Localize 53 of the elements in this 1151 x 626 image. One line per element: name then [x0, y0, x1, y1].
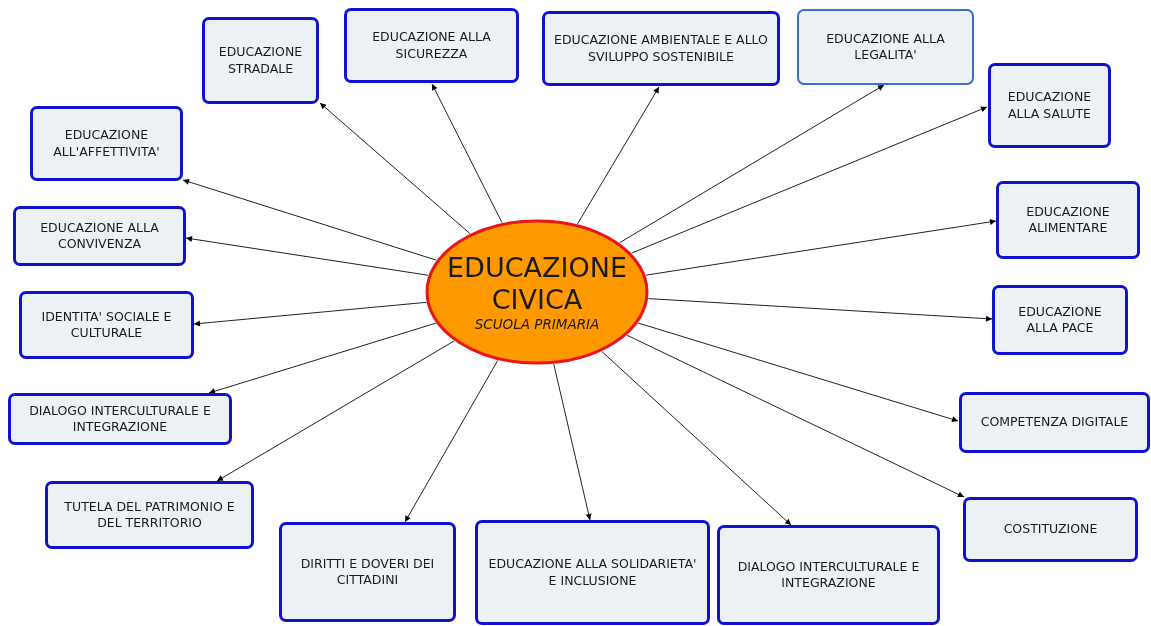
- arrow: [193, 301, 427, 327]
- arrow: [216, 340, 455, 482]
- arrow: [577, 86, 660, 225]
- topic-box: [475, 520, 710, 625]
- arrow: [631, 106, 988, 254]
- topic-label: TUTELA DEL PATRIMONIO E DEL TERRITORIO: [63, 498, 236, 532]
- topic-box: [717, 525, 940, 625]
- topic-label: DIRITTI E DOVERI DEI CITTADINI: [299, 555, 436, 589]
- arrow: [619, 84, 885, 244]
- topic-box: [45, 481, 254, 549]
- topic-box: [344, 8, 519, 83]
- topic-label: EDUCAZIONE AMBIENTALE E ALLO SVILUPPO SOSTENIBILE: [553, 32, 769, 65]
- topic-label: EDUCAZIONE ALLA SOLIDARIETA' E INCLUSIONE: [487, 556, 698, 589]
- topic-box: [996, 181, 1140, 259]
- arrow: [648, 298, 993, 322]
- topic-label: DIALOGO INTERCULTURALE E INTEGRAZIONE: [736, 558, 921, 592]
- topic-label: EDUCAZIONE ALLA SICUREZZA: [371, 29, 492, 62]
- topic-box: [13, 206, 186, 266]
- arrow: [185, 235, 429, 276]
- arrow: [319, 102, 471, 235]
- topic-box: [963, 497, 1138, 562]
- topic-box: [202, 17, 319, 104]
- topic-box: [797, 9, 974, 85]
- arrow: [404, 359, 499, 523]
- topic-box: [542, 11, 780, 86]
- topic-label: EDUCAZIONE ALIMENTARE: [1025, 203, 1111, 237]
- arrow: [626, 334, 965, 498]
- topic-label: COMPETENZA DIGITALE: [979, 414, 1130, 431]
- topic-label: IDENTITA' SOCIALE E CULTURALE: [40, 308, 173, 342]
- topic-label: EDUCAZIONE STRADALE: [217, 44, 304, 77]
- topic-label: EDUCAZIONE ALLA CONVIVENZA: [39, 219, 160, 253]
- topic-box: [8, 393, 232, 445]
- topic-label: DIALOGO INTERCULTURALE E INTEGRAZIONE: [28, 402, 212, 436]
- topic-label: EDUCAZIONE ALLA PACE: [1017, 303, 1103, 337]
- topic-box: [30, 106, 183, 181]
- topic-box: [19, 291, 194, 359]
- arrow: [601, 351, 792, 526]
- topic-box: [959, 392, 1150, 453]
- topic-label: EDUCAZIONE ALLA SALUTE: [1006, 89, 1093, 122]
- topic-box: [988, 63, 1111, 148]
- topic-label: EDUCAZIONE ALL'AFFETTIVITA': [52, 127, 161, 160]
- central-subtitle: SCUOLA PRIMARIA: [474, 316, 600, 333]
- arrow: [645, 218, 997, 276]
- topic-label: EDUCAZIONE ALLA LEGALITA': [825, 30, 946, 64]
- topic-label: COSTITUZIONE: [1002, 521, 1099, 538]
- arrow: [208, 322, 437, 395]
- arrow: [637, 322, 959, 423]
- arrow: [431, 83, 503, 224]
- topic-box: [279, 522, 456, 622]
- arrow: [553, 363, 592, 521]
- arrow: [182, 178, 437, 261]
- topic-box: [992, 285, 1128, 355]
- central-title: EDUCAZIONE CIVICA: [446, 251, 628, 317]
